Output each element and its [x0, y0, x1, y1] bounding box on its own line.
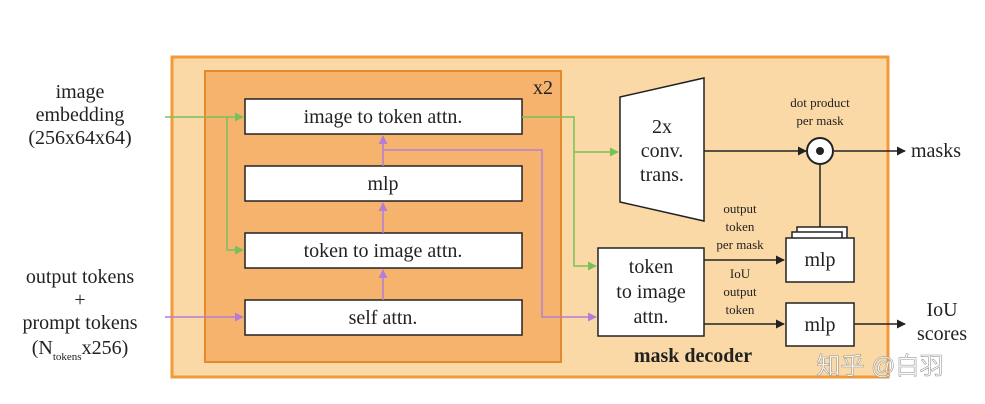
mlp-layer-box — [244, 165, 523, 202]
mlp-iou-label: mlp — [804, 314, 835, 336]
mlp-stack-label: mlp — [804, 249, 835, 271]
image-embedding-label-2: embedding — [36, 104, 125, 126]
dot-product-label-1: dot product — [790, 95, 850, 110]
iou-token-label-2: output — [723, 284, 757, 299]
output-token-label-3: per mask — [716, 237, 764, 252]
output-tokens-label: output tokens — [26, 266, 135, 288]
mlp-layer-label: mlp — [367, 173, 398, 195]
iou-scores-label-2: scores — [917, 323, 967, 345]
dot-product-center — [816, 147, 824, 155]
final-token-to-image-box — [597, 247, 705, 337]
dot-product-label-2: per mask — [796, 113, 844, 128]
final-attn-label-1: token — [629, 256, 673, 278]
self-attn-label: self attn. — [349, 307, 418, 329]
iou-scores-label-1: IoU — [926, 299, 958, 321]
masks-label: masks — [911, 140, 961, 162]
conv-label-2: conv. — [641, 140, 684, 162]
conv-trans-shape — [619, 77, 705, 222]
mlp-stack-box — [785, 237, 855, 283]
image-embedding-paths — [165, 112, 619, 271]
token-paths — [165, 135, 597, 322]
conv-label-3: trans. — [640, 164, 684, 186]
mask-decoder-title: mask decoder — [634, 345, 752, 367]
self-attn-box — [244, 299, 523, 336]
plus-label: + — [74, 289, 85, 311]
prompt-tokens-label: prompt tokens — [23, 312, 138, 334]
token-to-image-label: token to image attn. — [304, 240, 463, 262]
iou-token-label-1: IoU — [730, 266, 751, 281]
image-embedding-label-3: (256x64x64) — [28, 127, 131, 149]
repeat-label: x2 — [533, 77, 553, 99]
output-paths — [704, 146, 906, 329]
final-attn-label-2: to image — [616, 281, 686, 303]
image-to-token-label: image to token attn. — [304, 106, 463, 128]
conv-label-1: 2x — [652, 116, 672, 138]
final-attn-label-3: attn. — [634, 306, 669, 328]
iou-token-label-3: token — [726, 302, 755, 317]
watermark: 知乎 @白羽 — [816, 353, 943, 380]
image-to-token-attn-box — [244, 98, 523, 135]
output-token-label-1: output — [723, 201, 757, 216]
output-token-label-2: token — [726, 219, 755, 234]
image-embedding-label-1: image — [56, 81, 105, 103]
n-tokens-label: (Ntokensx256) — [32, 337, 129, 363]
token-to-image-attn-box — [244, 232, 523, 269]
